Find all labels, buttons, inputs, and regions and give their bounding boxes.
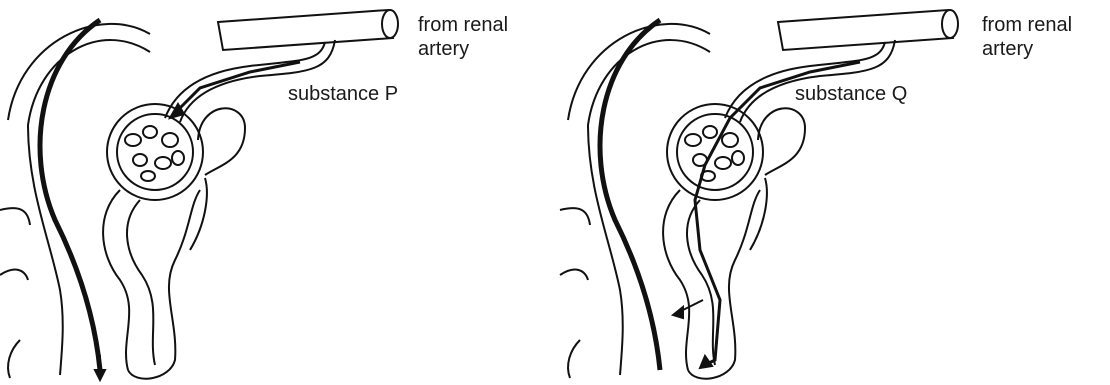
panel-substance-q: from renal artery substance Q [555, 0, 1110, 385]
panel-substance-p: from renal artery substance P [0, 0, 555, 385]
nephron-diagram-p [0, 0, 555, 385]
substance-label: substance Q [795, 83, 907, 105]
artery-label-line2: artery [982, 38, 1033, 60]
substance-label: substance P [288, 83, 398, 105]
artery-label-line2: artery [418, 38, 469, 60]
artery-label-line1: from renal [982, 14, 1072, 36]
artery-label-line1: from renal [418, 14, 508, 36]
